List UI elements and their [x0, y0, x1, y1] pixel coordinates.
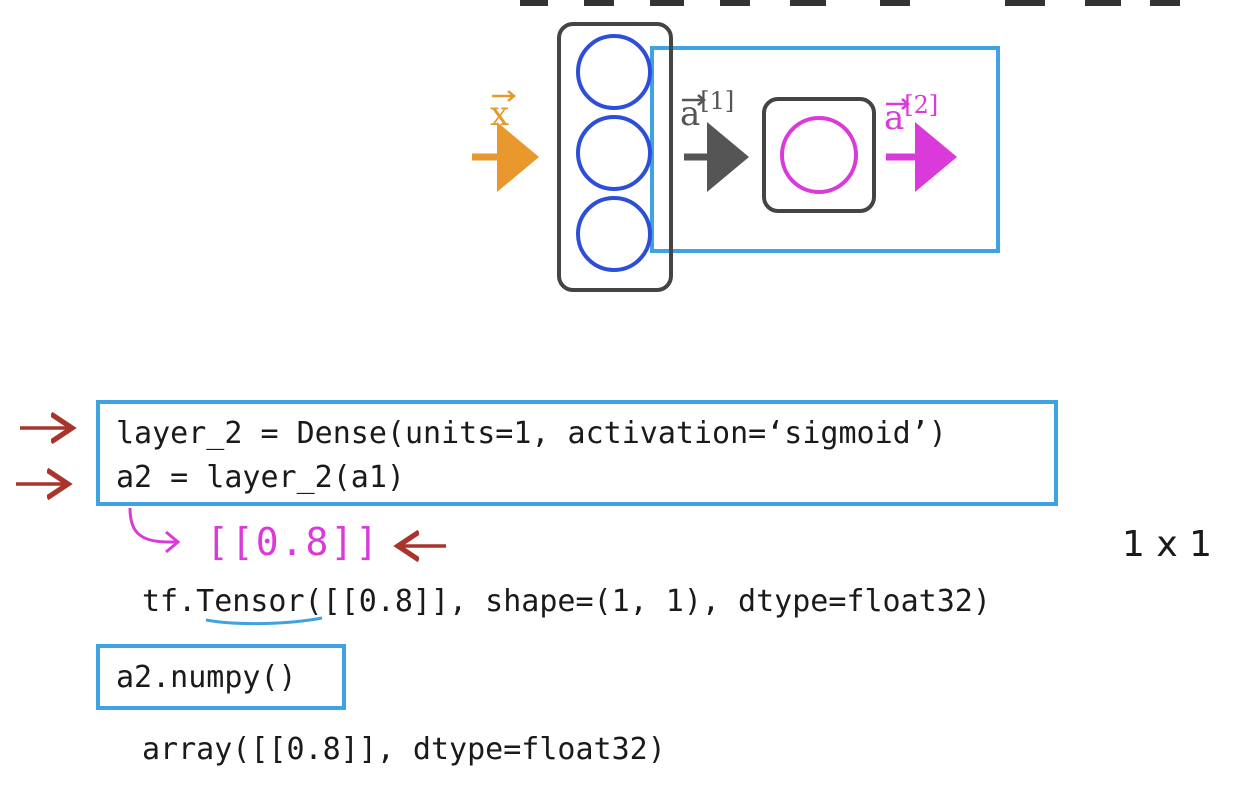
tensor-underline [205, 616, 323, 626]
code-line-2: a2 = layer_2(a1) [116, 460, 405, 495]
layer-2-highlight-box [650, 46, 1000, 253]
code-line-1: layer_2 = Dense(units=1, activation=‘sig… [116, 416, 947, 451]
output-activation-superscript: [2] [904, 91, 939, 119]
numpy-call-box [96, 644, 346, 710]
hidden-layer-frame [557, 22, 673, 292]
shape-label: 1 x 1 [1122, 524, 1212, 565]
input-label: x [490, 94, 510, 134]
hidden-activation-label: a[1] [680, 87, 734, 134]
output-activation-label: a[2] [884, 91, 938, 138]
hidden-activation-symbol: a [680, 94, 701, 134]
output-neuron [780, 116, 858, 194]
hidden-neuron-2 [576, 115, 652, 191]
layer-definition-box [96, 400, 1058, 506]
output-activation-symbol: a [884, 98, 905, 138]
numpy-output: array([[0.8]], dtype=float32) [142, 732, 666, 767]
tensor-output: tf.Tensor([[0.8]], shape=(1, 1), dtype=f… [142, 584, 991, 619]
cropped-title-fragment [520, 0, 1180, 6]
numpy-call: a2.numpy() [116, 660, 297, 695]
pink-hook-arrow [128, 507, 176, 544]
hidden-neuron-3 [576, 196, 652, 272]
output-layer-frame [762, 97, 876, 213]
hidden-neuron-1 [576, 34, 652, 110]
handwritten-value: [[0.8]] [206, 520, 381, 564]
hidden-activation-superscript: [1] [700, 87, 735, 115]
